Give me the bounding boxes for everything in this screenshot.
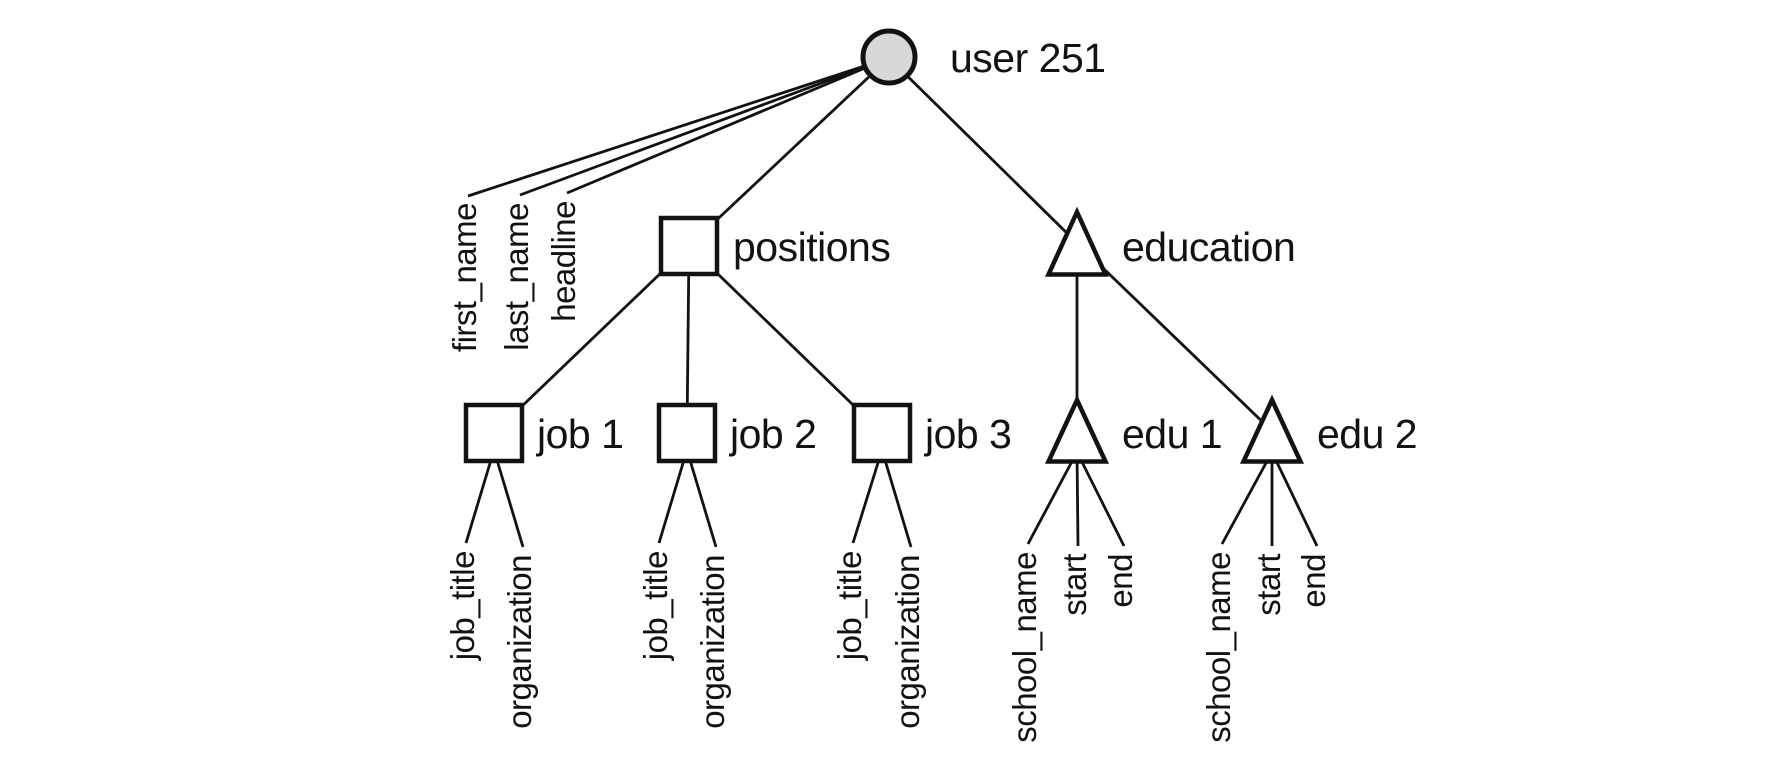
edu-1-node-label: edu 1 xyxy=(1122,411,1222,457)
user-node-label: user 251 xyxy=(950,35,1106,81)
edge-positions-job-1 xyxy=(493,244,690,435)
edge-positions-job-3 xyxy=(688,244,883,435)
headline-attr-label: headline xyxy=(545,201,582,322)
edu-2-start-attr-label: start xyxy=(1250,554,1287,616)
edu-1-end-attr-label: end xyxy=(1102,554,1139,608)
edge-edu-1-end xyxy=(1075,451,1126,547)
job-2-node-label: job 2 xyxy=(729,411,816,457)
job-3-organization-attr-label: organization xyxy=(889,555,926,729)
job-2-organization-attr-label: organization xyxy=(694,555,731,729)
edge-root-positions xyxy=(688,56,890,248)
education-node-label: education xyxy=(1122,224,1295,270)
edu-1-start-attr-label: start xyxy=(1056,554,1093,616)
node-labels: user 251 positions education job 1 job 2… xyxy=(536,35,1418,457)
first-name-attr-label: first_name xyxy=(446,203,483,352)
edge-job-1-job-title xyxy=(464,449,496,544)
job-1-job-title-attr-label: job_title xyxy=(444,551,481,661)
job-1-node-square xyxy=(463,402,525,464)
user-node-circle xyxy=(860,28,918,86)
edge-root-first-name xyxy=(467,56,890,198)
edu-1-school-name-attr-label: school_name xyxy=(1006,552,1043,743)
edge-job-1-organization xyxy=(492,449,525,548)
education-node-triangle xyxy=(1045,206,1109,277)
job-2-node-square xyxy=(656,402,718,464)
edu-2-end-attr-label: end xyxy=(1295,554,1332,608)
edu-2-node-triangle xyxy=(1239,394,1305,464)
job-3-node-label: job 3 xyxy=(924,411,1011,457)
edge-root-last-name xyxy=(519,56,890,197)
edge-positions-job-2 xyxy=(685,245,691,434)
edu-2-school-name-attr-label: school_name xyxy=(1200,552,1237,743)
edge-edu-1-start xyxy=(1075,451,1080,547)
edge-job-3-job-title xyxy=(851,449,884,544)
edges xyxy=(464,56,1319,548)
edge-job-2-job-title xyxy=(657,449,689,544)
edge-root-headline xyxy=(566,56,890,195)
job-3-job-title-attr-label: job_title xyxy=(831,551,868,661)
nodes xyxy=(463,28,1305,464)
job-3-node-square xyxy=(851,402,913,464)
attribute-labels: first_name last_name headline job_title … xyxy=(444,201,1332,743)
edge-root-education xyxy=(888,57,1078,244)
last-name-attr-label: last_name xyxy=(498,203,535,351)
edge-edu-1-school-name xyxy=(1026,451,1079,545)
positions-node-square xyxy=(658,215,720,277)
positions-node-label: positions xyxy=(733,224,890,270)
edge-edu-2-end xyxy=(1270,451,1319,547)
edu-1-node-triangle xyxy=(1044,394,1110,464)
edge-edu-2-school-name xyxy=(1220,451,1274,545)
edge-education-edu-2 xyxy=(1076,241,1273,433)
edu-2-node-label: edu 2 xyxy=(1317,411,1417,457)
edge-job-3-organization xyxy=(880,449,913,548)
edge-job-2-organization xyxy=(685,449,718,548)
job-1-organization-attr-label: organization xyxy=(501,555,538,729)
job-1-node-label: job 1 xyxy=(536,411,623,457)
job-2-job-title-attr-label: job_title xyxy=(637,551,674,661)
